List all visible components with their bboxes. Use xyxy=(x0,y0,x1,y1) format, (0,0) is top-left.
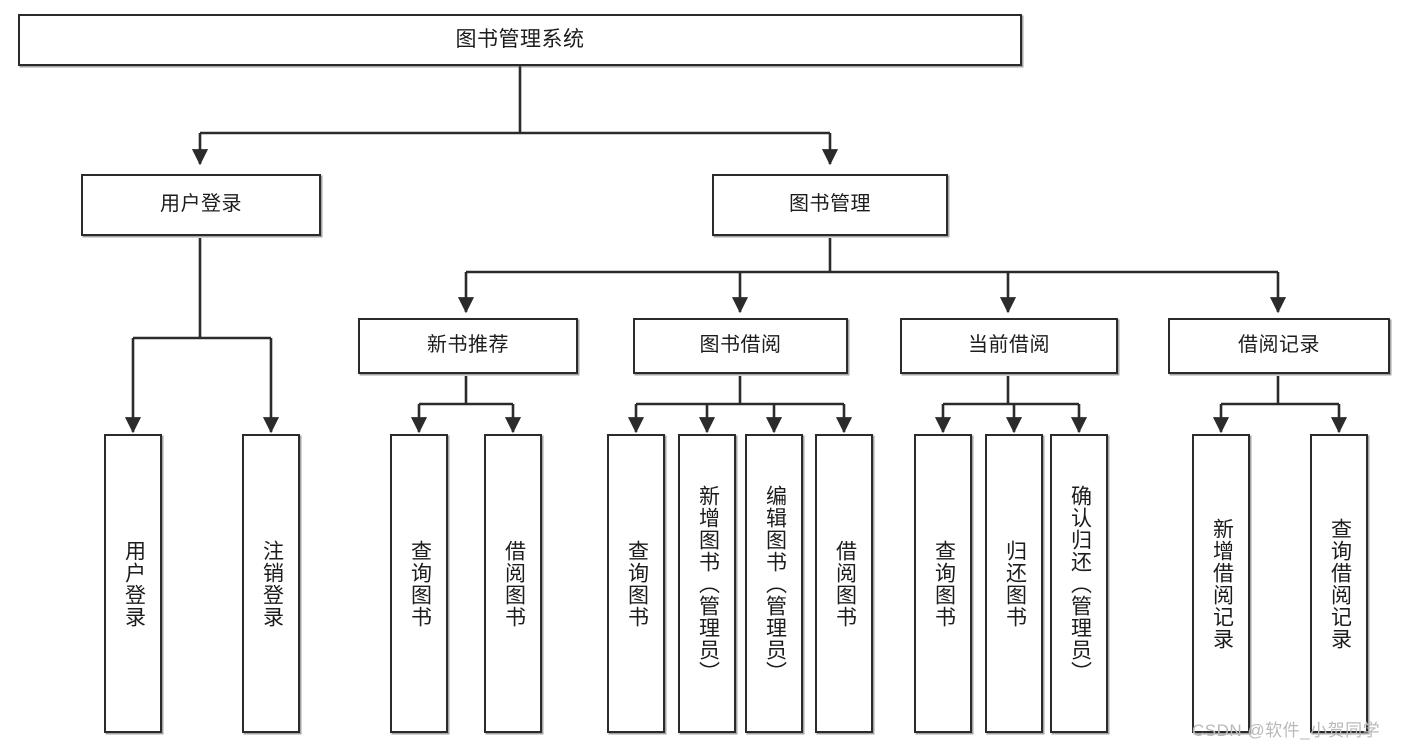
node-book-borrow[interactable]: 图书借阅 xyxy=(633,318,848,374)
leaf-logout-login[interactable]: 注销登录 xyxy=(242,434,300,733)
node-label: 注销登录 xyxy=(260,539,284,628)
leaf-confirm-return-admin[interactable]: 确认归还（管理员） xyxy=(1050,434,1108,733)
node-label: 查询图书 xyxy=(408,539,432,628)
node-label: 借阅记录 xyxy=(1238,334,1320,357)
node-label: 编辑图书（管理员） xyxy=(763,484,787,683)
node-label: 图书管理 xyxy=(789,193,871,216)
node-label: 新书推荐 xyxy=(427,334,509,357)
leaf-query-borrow-record[interactable]: 查询借阅记录 xyxy=(1310,434,1368,733)
node-label: 用户登录 xyxy=(122,539,146,628)
node-new-book-recommend[interactable]: 新书推荐 xyxy=(358,318,578,374)
leaf-add-borrow-record[interactable]: 新增借阅记录 xyxy=(1192,434,1250,733)
node-label: 查询借阅记录 xyxy=(1328,517,1352,650)
node-label: 新增借阅记录 xyxy=(1210,517,1234,650)
leaf-borrow-book[interactable]: 借阅图书 xyxy=(815,434,873,733)
node-borrow-record[interactable]: 借阅记录 xyxy=(1168,318,1390,374)
leaf-query-book-current[interactable]: 查询图书 xyxy=(914,434,972,733)
leaf-borrow-book-recommend[interactable]: 借阅图书 xyxy=(484,434,542,733)
node-label: 用户登录 xyxy=(160,193,242,216)
node-label: 新增图书（管理员） xyxy=(696,484,720,683)
node-current-borrow[interactable]: 当前借阅 xyxy=(900,318,1118,374)
node-label: 借阅图书 xyxy=(833,539,857,628)
leaf-return-book[interactable]: 归还图书 xyxy=(985,434,1043,733)
csdn-watermark: CSDN @软件_小贺同学 xyxy=(1192,721,1381,740)
node-book-management-system[interactable]: 图书管理系统 xyxy=(18,14,1022,66)
leaf-user-login[interactable]: 用户登录 xyxy=(104,434,162,733)
node-label: 确认归还（管理员） xyxy=(1068,484,1092,683)
leaf-edit-book-admin[interactable]: 编辑图书（管理员） xyxy=(745,434,803,733)
node-label: 查询图书 xyxy=(625,539,649,628)
node-label: 归还图书 xyxy=(1003,539,1027,628)
node-label: 图书管理系统 xyxy=(455,27,585,51)
node-label: 查询图书 xyxy=(932,539,956,628)
node-user-login[interactable]: 用户登录 xyxy=(81,174,321,236)
leaf-query-book-borrow[interactable]: 查询图书 xyxy=(607,434,665,733)
node-book-management[interactable]: 图书管理 xyxy=(712,174,948,236)
leaf-add-book-admin[interactable]: 新增图书（管理员） xyxy=(678,434,736,733)
leaf-query-book-recommend[interactable]: 查询图书 xyxy=(390,434,448,733)
node-label: 当前借阅 xyxy=(968,334,1050,357)
node-label: 图书借阅 xyxy=(699,334,782,357)
node-label: 借阅图书 xyxy=(502,539,526,628)
